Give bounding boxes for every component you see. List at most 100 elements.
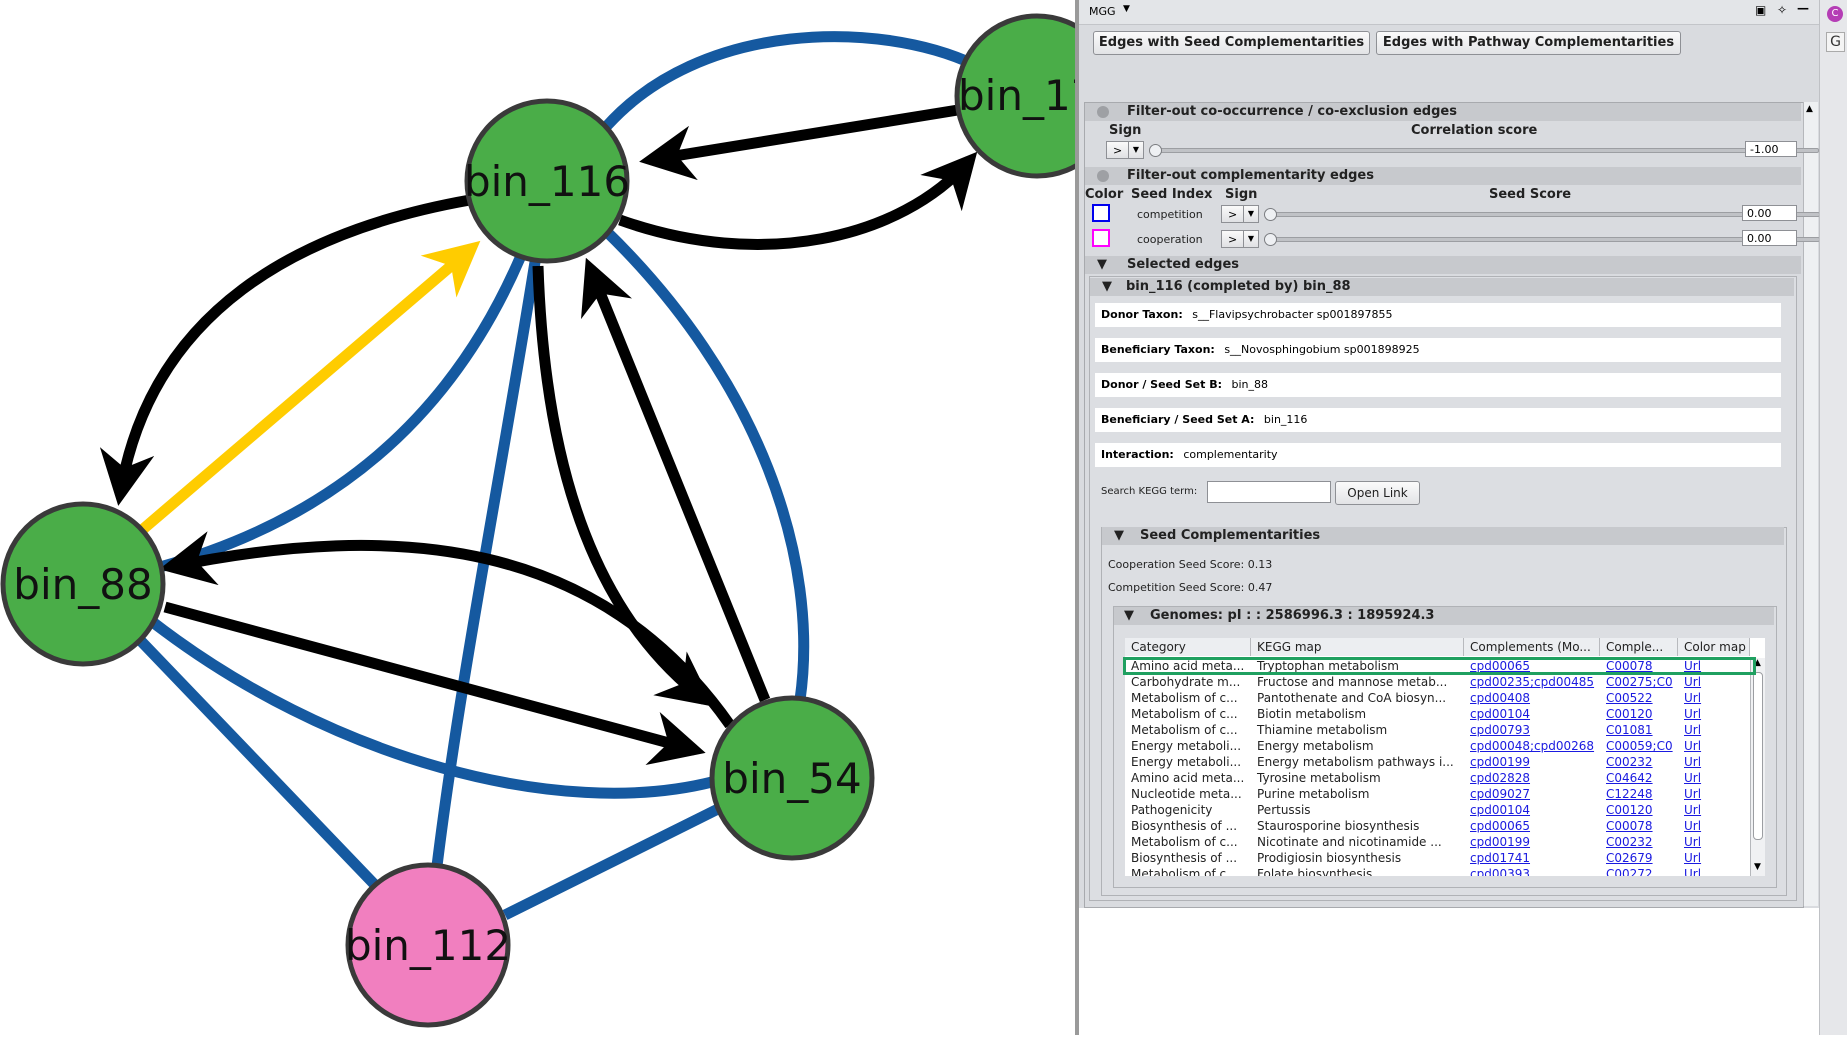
open-link-button[interactable]: Open Link bbox=[1335, 481, 1420, 505]
competition-slider[interactable] bbox=[1268, 212, 1820, 217]
cell-complements[interactable]: cpd09027 bbox=[1470, 787, 1531, 801]
cell-compounds[interactable]: C00059;C0 bbox=[1606, 739, 1673, 753]
cell-compounds[interactable]: C00120 bbox=[1606, 803, 1653, 817]
edge-54-116[interactable] bbox=[581, 257, 771, 703]
col-header-category[interactable]: Category bbox=[1125, 638, 1251, 656]
cooperation-color-swatch[interactable] bbox=[1092, 229, 1110, 247]
correlation-value-field[interactable]: -1.00 bbox=[1745, 141, 1797, 157]
side-tab-g[interactable]: G bbox=[1826, 32, 1845, 52]
network-canvas[interactable]: bin_17 bin_116 bin_88 bin_54 bin_112 bbox=[0, 0, 1395, 1035]
edge-116-112-blue[interactable] bbox=[431, 261, 541, 867]
expand-triangle-icon[interactable]: ▼ bbox=[1124, 608, 1134, 623]
col-header-color-map[interactable]: Color map bbox=[1678, 638, 1750, 656]
scroll-up-icon[interactable]: ▲ bbox=[1754, 658, 1761, 668]
table-row[interactable]: Carbohydrate m...Fructose and mannose me… bbox=[1125, 674, 1750, 690]
cell-color-map[interactable]: Url bbox=[1684, 675, 1702, 689]
edge-17-116[interactable] bbox=[639, 104, 959, 181]
panel-scrollbar[interactable]: ▲ bbox=[1803, 102, 1818, 906]
correlation-slider[interactable] bbox=[1152, 148, 1819, 153]
cell-compounds[interactable]: C00522 bbox=[1606, 691, 1653, 705]
cell-color-map[interactable]: Url bbox=[1684, 739, 1702, 753]
side-tab-c[interactable]: C bbox=[1827, 6, 1843, 22]
cell-color-map[interactable]: Url bbox=[1684, 707, 1702, 721]
edge-116-88[interactable] bbox=[99, 194, 471, 506]
seed-complementarities-button[interactable]: Edges with Seed Complementarities bbox=[1093, 31, 1370, 55]
cooperation-slider[interactable] bbox=[1268, 237, 1820, 242]
edge-88-54-blue[interactable] bbox=[146, 615, 714, 799]
pin-icon[interactable]: ✧ bbox=[1777, 3, 1788, 17]
competition-slider-handle[interactable] bbox=[1264, 208, 1277, 221]
float-icon[interactable]: ▣ bbox=[1755, 3, 1767, 17]
cell-compounds[interactable]: C00232 bbox=[1606, 835, 1653, 849]
cell-compounds[interactable]: C04642 bbox=[1606, 771, 1653, 785]
edge-88-116-selected[interactable] bbox=[138, 240, 481, 535]
expand-triangle-icon[interactable]: ▼ bbox=[1102, 279, 1112, 294]
cooc-sign-select[interactable]: > ▼ bbox=[1106, 141, 1144, 159]
col-header-kegg-map[interactable]: KEGG map bbox=[1251, 638, 1464, 656]
cell-color-map[interactable]: Url bbox=[1684, 771, 1702, 785]
cell-compounds[interactable]: C02679 bbox=[1606, 851, 1653, 865]
search-kegg-input[interactable] bbox=[1207, 481, 1331, 503]
panel-title[interactable]: MGG bbox=[1089, 5, 1116, 18]
cell-compounds[interactable]: C00272 bbox=[1606, 867, 1653, 876]
competition-value-field[interactable]: 0.00 bbox=[1742, 205, 1797, 221]
cell-complements[interactable]: cpd00048;cpd00268 bbox=[1470, 739, 1595, 753]
cell-compounds[interactable]: C12248 bbox=[1606, 787, 1653, 801]
cell-complements[interactable]: cpd00793 bbox=[1470, 723, 1531, 737]
edge-54-112-blue[interactable] bbox=[502, 803, 723, 920]
cell-compounds[interactable]: C00078 bbox=[1606, 819, 1653, 833]
node-bin-116[interactable]: bin_116 bbox=[464, 98, 630, 264]
cell-compounds[interactable]: C01081 bbox=[1606, 723, 1653, 737]
network-graph[interactable]: bin_17 bin_116 bin_88 bin_54 bin_112 bbox=[0, 0, 1395, 1035]
node-bin-112[interactable]: bin_112 bbox=[345, 862, 511, 1028]
cell-complements[interactable]: cpd00104 bbox=[1470, 707, 1531, 721]
minimize-icon[interactable]: — bbox=[1797, 1, 1809, 15]
cell-compounds[interactable]: C00120 bbox=[1606, 707, 1653, 721]
edge-116-17-blue[interactable] bbox=[600, 31, 978, 132]
cell-complements[interactable]: cpd00408 bbox=[1470, 691, 1531, 705]
comp-section-header[interactable]: Filter-out complementarity edges bbox=[1085, 167, 1801, 185]
competition-sign-select[interactable]: > ▼ bbox=[1221, 205, 1259, 223]
table-row[interactable]: Biosynthesis of ...Staurosporine biosynt… bbox=[1125, 818, 1750, 834]
node-bin-88[interactable]: bin_88 bbox=[0, 501, 166, 667]
cell-complements[interactable]: cpd00104 bbox=[1470, 803, 1531, 817]
cell-color-map[interactable]: Url bbox=[1684, 659, 1702, 673]
table-row[interactable]: Metabolism of c...Pantothenate and CoA b… bbox=[1125, 690, 1750, 706]
edge-116-54-blue[interactable] bbox=[601, 226, 810, 701]
table-scrollbar[interactable]: ▲ ▼ bbox=[1750, 658, 1765, 876]
selected-edges-header[interactable]: ▼ Selected edges bbox=[1085, 256, 1801, 274]
cell-complements[interactable]: cpd02828 bbox=[1470, 771, 1531, 785]
cooc-section-header[interactable]: Filter-out co-occurrence / co-exclusion … bbox=[1085, 103, 1801, 121]
pathway-complementarities-button[interactable]: Edges with Pathway Complementarities bbox=[1376, 31, 1681, 55]
expand-triangle-icon[interactable]: ▼ bbox=[1114, 528, 1124, 543]
cell-complements[interactable]: cpd00235;cpd00485 bbox=[1470, 675, 1595, 689]
edge-88-54[interactable] bbox=[163, 601, 706, 766]
edge-116-17[interactable] bbox=[618, 151, 978, 250]
title-dropdown-icon[interactable]: ▼ bbox=[1123, 4, 1130, 14]
table-row[interactable]: Energy metaboli...Energy metabolism path… bbox=[1125, 754, 1750, 770]
cell-color-map[interactable]: Url bbox=[1684, 803, 1702, 817]
edge-88-116-blue[interactable] bbox=[158, 255, 526, 573]
scroll-down-icon[interactable]: ▼ bbox=[1754, 862, 1761, 872]
col-header-comple[interactable]: Comple... bbox=[1600, 638, 1678, 656]
cell-color-map[interactable]: Url bbox=[1684, 723, 1702, 737]
node-bin-17[interactable]: bin_17 bbox=[954, 13, 1120, 179]
cell-color-map[interactable]: Url bbox=[1684, 755, 1702, 769]
edge-header[interactable]: ▼ bin_116 (completed by) bin_88 bbox=[1090, 278, 1794, 296]
cell-complements[interactable]: cpd00393 bbox=[1470, 867, 1531, 876]
cell-compounds[interactable]: C00232 bbox=[1606, 755, 1653, 769]
cell-complements[interactable]: cpd01741 bbox=[1470, 851, 1531, 865]
cell-color-map[interactable]: Url bbox=[1684, 867, 1702, 876]
table-scroll-thumb[interactable] bbox=[1753, 672, 1763, 840]
cooperation-value-field[interactable]: 0.00 bbox=[1742, 230, 1797, 246]
correlation-slider-handle[interactable] bbox=[1149, 144, 1162, 157]
edge-88-112-blue[interactable] bbox=[134, 634, 379, 889]
